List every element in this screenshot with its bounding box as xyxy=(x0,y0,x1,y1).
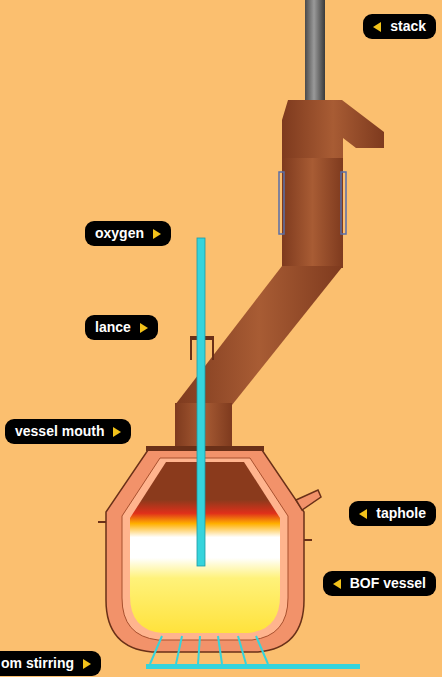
part-label: taphole xyxy=(376,505,426,522)
tuyere-line xyxy=(256,636,268,664)
part-label: lance xyxy=(95,319,131,336)
part-label: BOF vessel xyxy=(350,575,426,592)
tuyere-line xyxy=(218,636,222,664)
stirring-tuyeres xyxy=(150,636,268,664)
pointer-triangle xyxy=(333,579,341,589)
tuyere-line xyxy=(150,636,162,664)
pointer-triangle xyxy=(153,229,161,239)
oxygen-lance xyxy=(197,238,205,566)
part-label: om stirring xyxy=(1,655,74,672)
label-pill: om stirring xyxy=(0,651,101,676)
duct-vertical xyxy=(282,158,343,268)
part-label: oxygen xyxy=(95,225,144,242)
label-pill: taphole xyxy=(349,501,436,526)
label-pill: vessel mouth xyxy=(5,419,131,444)
label-pill: BOF vessel xyxy=(323,571,436,596)
taphole-spout xyxy=(296,490,321,510)
pointer-triangle xyxy=(140,323,148,333)
pointer-triangle xyxy=(113,427,121,437)
label-pill: lance xyxy=(85,315,158,340)
stirring-gas-pipe xyxy=(146,664,360,669)
label-pill: oxygen xyxy=(85,221,171,246)
duct-band xyxy=(279,172,284,234)
tuyere-line xyxy=(238,636,246,664)
duct-elbow xyxy=(282,100,384,160)
pointer-triangle xyxy=(83,659,91,669)
part-label: vessel mouth xyxy=(15,423,104,440)
tuyere-line xyxy=(198,636,200,664)
duct-band xyxy=(341,172,346,234)
tuyere-line xyxy=(176,636,182,664)
pointer-triangle xyxy=(359,509,367,519)
pointer-triangle xyxy=(373,22,381,32)
label-pill: stack xyxy=(363,14,436,39)
stack-pipe xyxy=(305,0,325,100)
part-label: stack xyxy=(390,18,426,35)
